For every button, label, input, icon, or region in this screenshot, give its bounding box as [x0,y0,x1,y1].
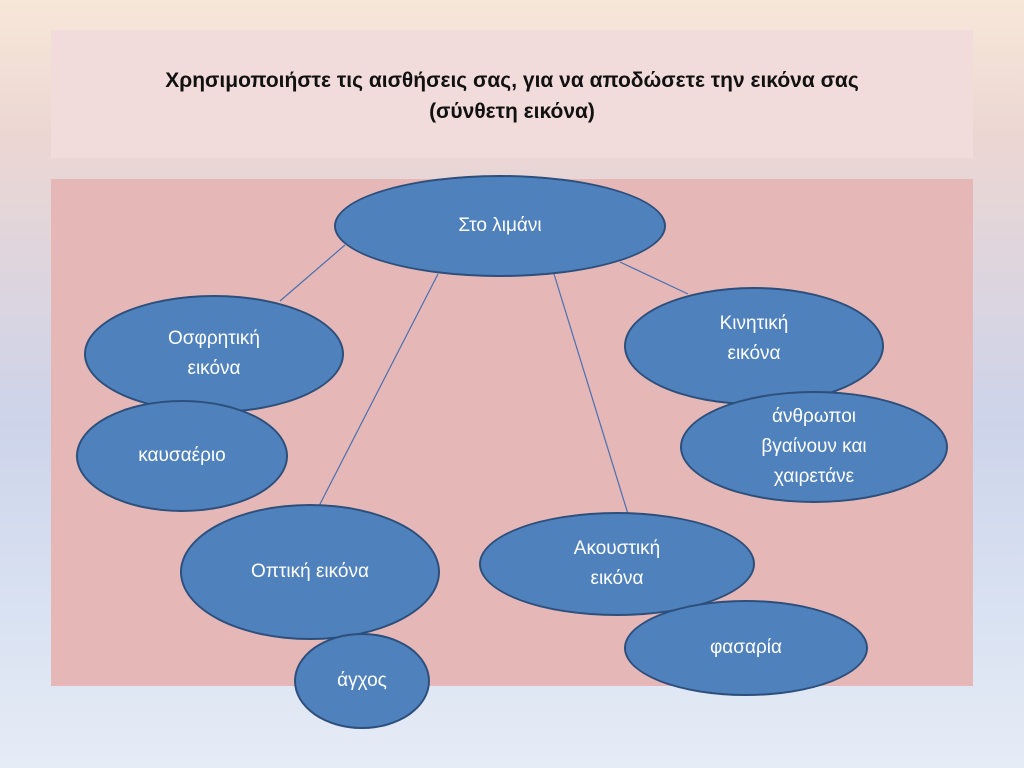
node-sound-detail-label: φασαρία [709,637,783,658]
title-box: Χρησιμοποιήστε τις αισθήσεις σας, για να… [51,30,973,158]
node-smell: Οσφρητική εικόνα [84,295,344,413]
node-motion-label: Κινητική εικόνα [719,313,789,364]
node-visual-detail-label: άγχος [337,670,387,691]
connector-root-sound [553,273,629,515]
node-motion-detail-label: άνθρωποι βγαίνουν και χαιρετάνε [761,406,867,487]
connector-root-smell [279,244,346,302]
node-sound: Ακουστική εικόνα [479,512,755,616]
connector-root-visual [317,273,439,509]
node-sound-label: Ακουστική εικόνα [573,538,661,589]
node-motion-detail: άνθρωποι βγαίνουν και χαιρετάνε [680,391,948,503]
node-smell-label: Οσφρητική εικόνα [168,328,260,379]
node-visual: Οπτική εικόνα [180,504,440,640]
node-sound-detail: φασαρία [624,600,868,696]
node-smell-detail: καυσαέριο [76,400,288,512]
node-visual-detail: άγχος [294,633,430,729]
node-root: Στο λιμάνι [334,175,666,277]
node-motion: Κινητική εικόνα [624,287,884,405]
connector-root-motion [619,261,689,295]
node-root-label: Στο λιμάνι [458,215,542,236]
node-visual-label: Οπτική εικόνα [251,561,369,582]
slide-title: Χρησιμοποιήστε τις αισθήσεις σας, για να… [165,69,859,123]
node-smell-detail-label: καυσαέριο [138,445,226,466]
